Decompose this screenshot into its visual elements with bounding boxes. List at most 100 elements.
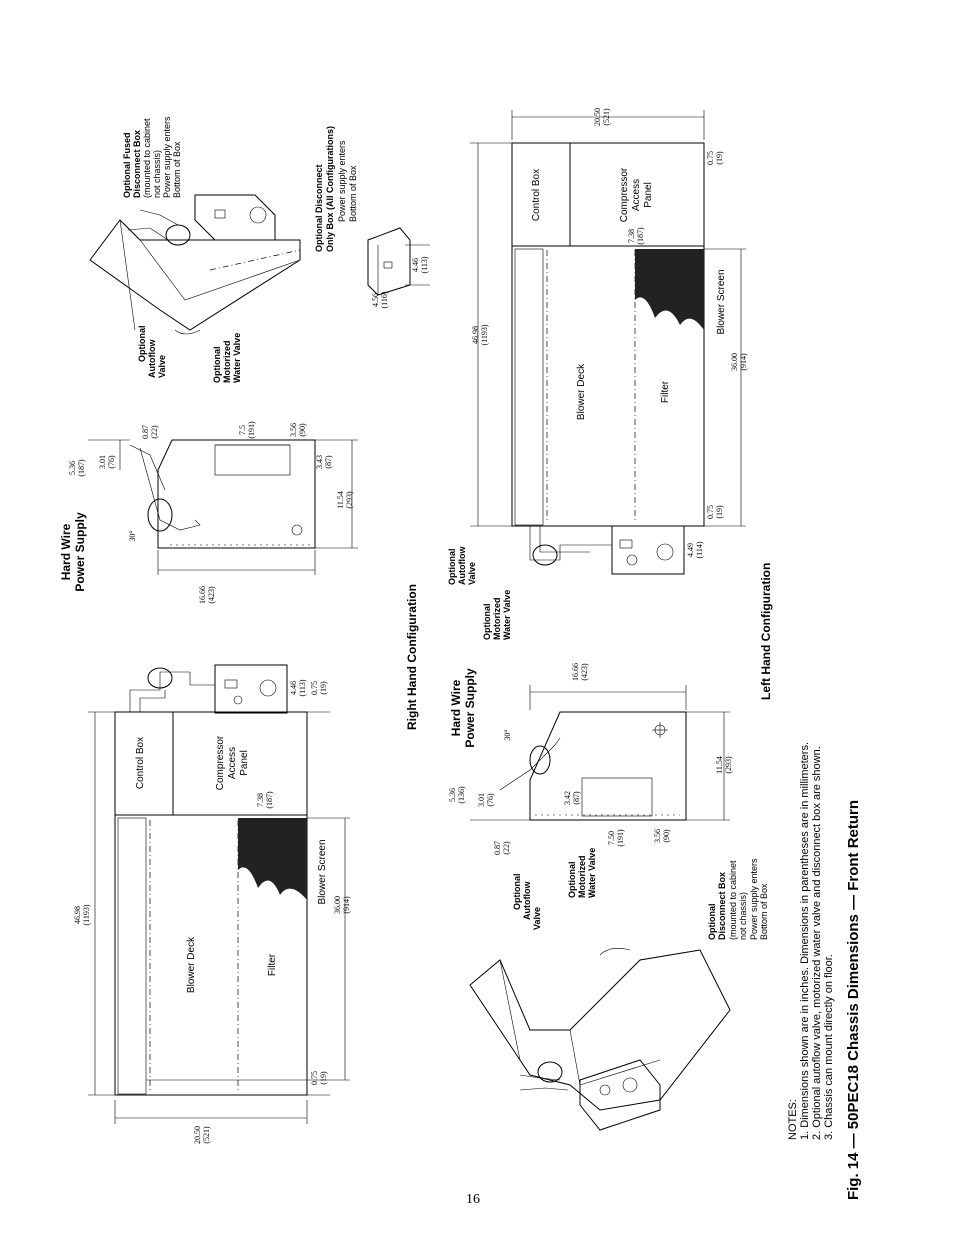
rh-top-motorized-3: Water Valve — [502, 590, 512, 640]
lh-box-w-dim: 4.46 — [289, 681, 298, 695]
right-hand-side-view — [88, 439, 358, 575]
lh-iso-autoflow-1: Optional — [512, 874, 522, 911]
rh-top-autoflow-3: Valve — [467, 562, 477, 585]
lh-compressor-label-3: Panel — [239, 750, 250, 776]
lh-side-f-dim: 3.56 — [653, 829, 662, 843]
lh-edge-b-dim-mm: (19) — [319, 681, 328, 695]
lh-width-dim-mm: (521) — [202, 1126, 211, 1144]
lh-side-a-dim-mm: (136) — [457, 786, 466, 804]
rh-side-depth-dim-mm: (293) — [345, 491, 354, 509]
lh-side-depth-dim-mm: (293) — [724, 756, 733, 774]
rh-hard-wire-label-1: Hard Wire — [59, 523, 73, 580]
left-hand-top-view — [88, 664, 350, 1124]
rh-angle-label: 30° — [128, 530, 137, 541]
rh-iso-autoflow-3: Valve — [157, 355, 167, 378]
lh-side-e-dim-mm: (191) — [616, 829, 625, 847]
rh-side-c-dim: 0.87 — [141, 425, 150, 439]
rh-iso-fused-5: Power supply enters — [162, 116, 172, 198]
notes-heading: NOTES: — [787, 1099, 799, 1140]
rh-top-motorized-2: Motorized — [492, 598, 502, 641]
lh-iso-disconnect-4: not chassis) — [738, 892, 748, 940]
lh-side-a-dim: 5.36 — [448, 788, 457, 802]
lh-length-dim-mm: (1193) — [82, 904, 91, 925]
lh-side-e-dim: 7.50 — [607, 831, 616, 845]
rh-iso-fused-3: (mounted to cabinet — [142, 118, 152, 198]
rh-side-e-dim-mm: (191) — [247, 421, 256, 439]
rh-width-dim-mm: (521) — [602, 108, 611, 126]
rh-comp-depth-dim-mm: (187) — [636, 227, 645, 245]
lh-side-depth-dim: 11.54 — [715, 756, 724, 774]
rh-side-e-dim: 7.5 — [238, 425, 247, 435]
rh-side-c-dim-mm: (22) — [150, 425, 159, 439]
lh-blower-deck-label: Blower Deck — [186, 936, 197, 993]
rh-side-a-dim-mm: (187) — [77, 459, 86, 477]
rh-compressor-label-2: Access — [631, 179, 642, 211]
lh-width-dim: 20.50 — [193, 1126, 202, 1144]
rh-box-w-dim-mm: (114) — [695, 541, 704, 558]
rh-edge-b-dim-mm: (19) — [715, 505, 724, 519]
lh-side-f-dim-mm: (90) — [662, 829, 671, 843]
rh-blower-screen-label: Blower Screen — [716, 269, 727, 334]
rh-iso-h-dim: 4.46 — [411, 258, 420, 272]
rh-side-d-dim: 3.43 — [315, 455, 324, 469]
lh-hard-wire-label-1: Hard Wire — [449, 679, 463, 736]
rh-top-autoflow-1: Optional — [447, 549, 457, 586]
rh-iso-w-dim: 4.56 — [371, 293, 380, 307]
rh-edge-b-dim: 0.75 — [706, 505, 715, 519]
lh-iso-disconnect-5: Power supply enters — [749, 858, 759, 940]
rh-iso-fused-2: Disconnect Box — [132, 130, 142, 198]
lh-side-b-dim-mm: (76) — [486, 793, 495, 807]
lh-iso-motorized-1: Optional — [567, 862, 577, 899]
rh-side-d-dim-mm: (87) — [324, 455, 333, 469]
lh-blower-screen-label: Blower Screen — [317, 839, 328, 904]
rh-compressor-label-3: Panel — [643, 182, 654, 208]
rh-iso-disc-only-2: Only Box (All Configurations) — [325, 126, 335, 252]
rh-top-motorized-1: Optional — [482, 604, 492, 641]
lh-iso-motorized-2: Motorized — [577, 856, 587, 899]
lh-side-d-dim-mm: (87) — [572, 791, 581, 805]
rh-iso-autoflow-1: Optional — [137, 326, 147, 363]
rh-side-f-dim-mm: (90) — [298, 423, 307, 437]
lh-box-w-dim-mm: (113) — [298, 679, 307, 696]
rh-iso-disc-only-4: Bottom of Box — [348, 165, 358, 222]
note-1: 1. Dimensions shown are in inches. Dimen… — [799, 742, 811, 1140]
rh-iso-motorized-1: Optional — [212, 347, 222, 384]
right-hand-configuration-label: Right Hand Configuration — [405, 584, 419, 730]
lh-iso-disconnect-3: (mounted to cabinet — [728, 860, 738, 940]
lh-edge-a-dim-mm: (19) — [319, 1071, 328, 1085]
right-hand-top-view — [470, 110, 746, 575]
left-hand-iso-view — [469, 948, 731, 1131]
rh-iso-fused-1: Optional Fused — [122, 132, 132, 198]
lh-side-height-dim-mm: (423) — [580, 663, 589, 681]
lh-control-box-label: Control Box — [135, 737, 146, 789]
lh-iso-autoflow-2: Autoflow — [522, 881, 532, 920]
note-3: 3. Chassis can mount directly on floor. — [823, 954, 835, 1140]
rh-side-b-dim: 3.01 — [98, 455, 107, 469]
lh-iso-disconnect-2: Disconnect Box — [717, 872, 727, 940]
rh-side-height-dim-mm: (423) — [207, 586, 216, 604]
rh-blower-deck-label: Blower Deck — [576, 363, 587, 420]
rh-hard-wire-label-2: Power Supply — [73, 512, 87, 592]
left-hand-configuration-label: Left Hand Configuration — [759, 563, 773, 700]
lh-length-dim: 46.98 — [73, 906, 82, 924]
rh-edge-a-dim-mm: (19) — [715, 151, 724, 165]
lh-compressor-label-1: Compressor — [215, 735, 226, 790]
rh-width-dim: 20.50 — [593, 108, 602, 126]
rh-iso-fused-4: not chassis) — [152, 150, 162, 198]
rh-box-w-dim: 4.49 — [686, 543, 695, 557]
rh-control-box-label: Control Box — [531, 169, 542, 221]
lh-filter-dim: 36.00 — [333, 896, 342, 914]
rh-side-a-dim: 5.36 — [68, 461, 77, 475]
page-number: 16 — [466, 1192, 480, 1207]
rh-iso-disc-only-1: Optional Disconnect — [314, 164, 324, 252]
lh-comp-depth-dim-mm: (187) — [265, 791, 274, 809]
lh-edge-a-dim: 0.75 — [310, 1071, 319, 1085]
rh-compressor-label-1: Compressor — [619, 167, 630, 222]
lh-side-b-dim: 3.01 — [477, 793, 486, 807]
rh-iso-motorized-2: Motorized — [222, 341, 232, 384]
lh-edge-b-dim: 0.75 — [310, 681, 319, 695]
note-2: 2. Optional autoflow valve, motorized wa… — [811, 746, 823, 1140]
lh-iso-autoflow-3: Valve — [532, 907, 542, 930]
rh-length-dim-mm: (1193) — [480, 324, 489, 345]
lh-side-height-dim: 16.66 — [571, 663, 580, 681]
